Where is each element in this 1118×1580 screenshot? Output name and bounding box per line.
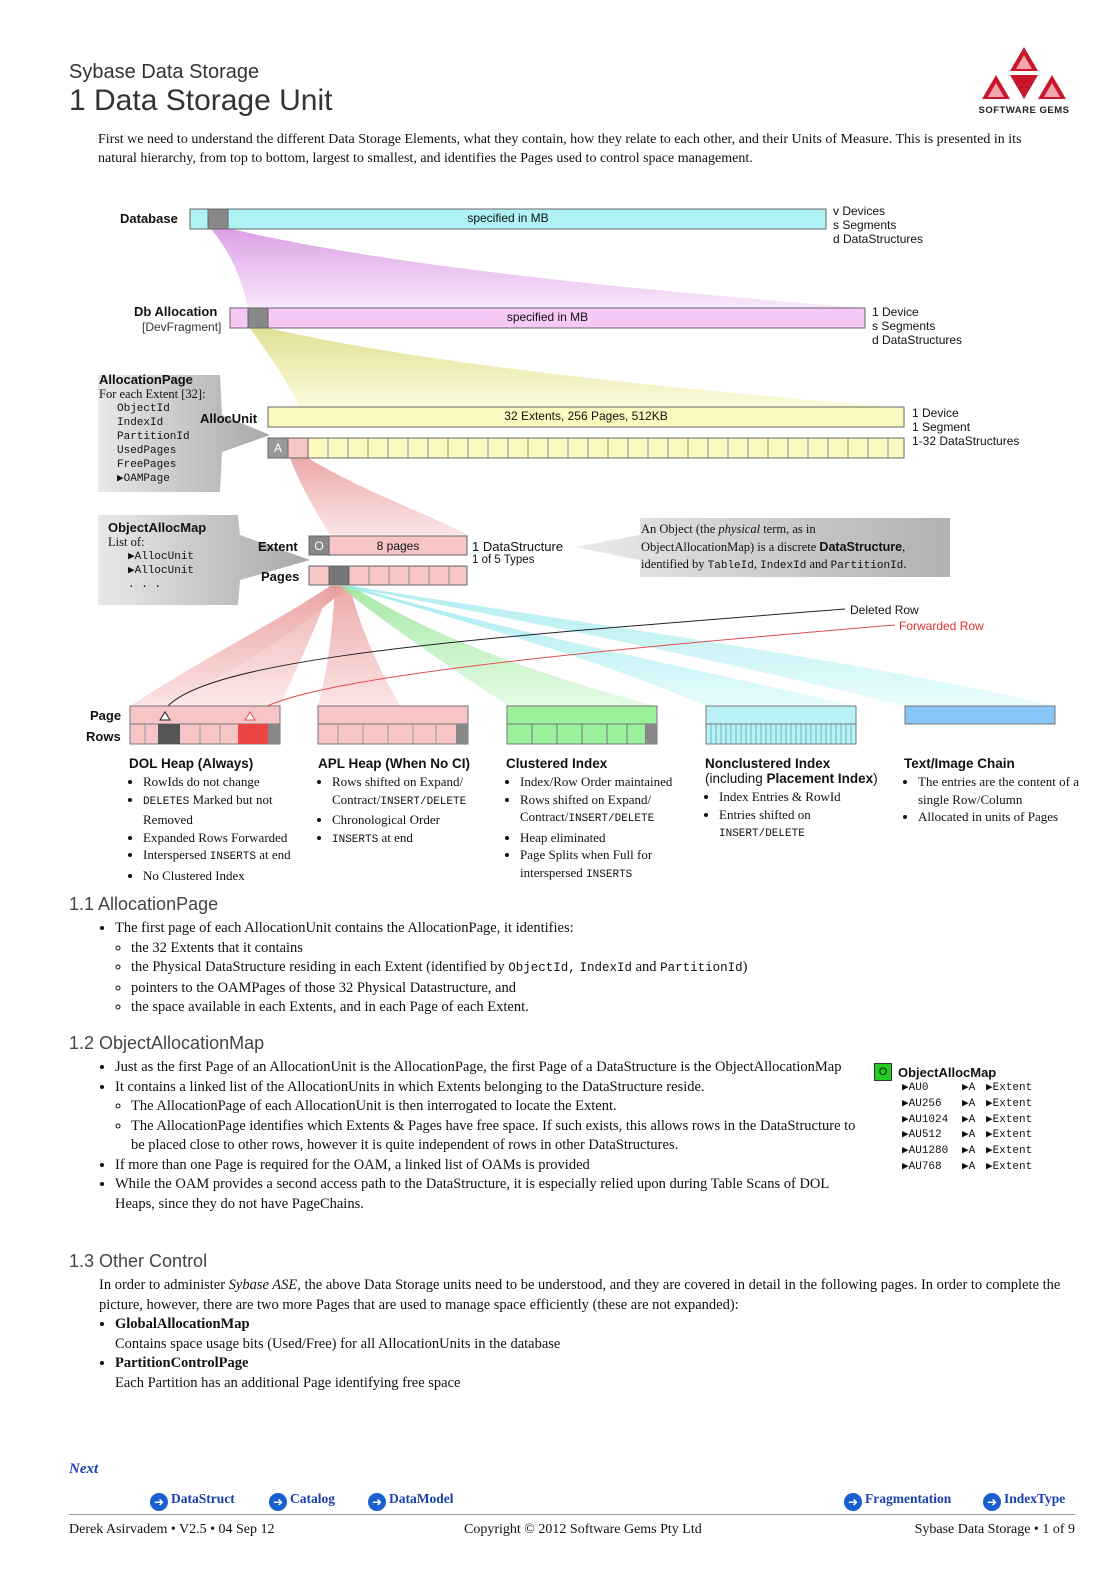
text-image-page	[904, 705, 1056, 725]
footer-divider	[69, 1514, 1075, 1515]
database-funnel	[210, 228, 865, 308]
oam-row: ▶AU512▶A▶Extent	[902, 1129, 1033, 1142]
nav-arrow-icon: ➜	[269, 1493, 287, 1511]
dballoc-funnel	[250, 328, 905, 408]
nonclustered-index-column: Nonclustered Index (including Placement …	[705, 756, 895, 844]
allocunit-label: AllocUnit	[200, 411, 258, 426]
nav-indextype-link[interactable]: ➜IndexType	[983, 1490, 1065, 1511]
nav-catalog-link[interactable]: ➜Catalog	[269, 1490, 335, 1511]
section-1-3-heading: 1.3 Other Control	[69, 1251, 208, 1271]
clustered-index-column: Clustered Index Index/Row Order maintain…	[506, 756, 696, 884]
oam-row: ▶AU768▶A▶Extent	[902, 1160, 1033, 1173]
oam-title: ObjectAllocMap	[898, 1064, 997, 1080]
allocpage-callout	[98, 375, 270, 492]
nav-datastruct-link[interactable]: ➜DataStruct	[150, 1490, 235, 1511]
software-gems-logo-icon	[982, 47, 1066, 99]
section-1-2-body: Just as the first Page of an AllocationU…	[99, 1058, 864, 1214]
section-1-1-body: The first page of each AllocationUnit co…	[99, 919, 1079, 1018]
deleted-row-legend: Deleted Row	[850, 603, 919, 617]
document-subtitle: Sybase Data Storage	[69, 61, 260, 83]
extent-label: Extent	[258, 539, 298, 554]
allocunit-extent-cells	[327, 438, 889, 458]
footer-author: Derek Asirvadem • V2.5 • 04 Sep 12	[69, 1522, 275, 1537]
allocation-page-callout: AllocationPage For each Extent [32]: Obj…	[99, 372, 206, 485]
forwarded-row-legend: Forwarded Row	[899, 619, 984, 633]
dol-heap-page	[129, 705, 281, 745]
next-link[interactable]: Next	[69, 1461, 99, 1477]
nav-datamodel-link[interactable]: ➜DataModel	[368, 1490, 454, 1511]
db-allocation-bar-text: specified in MB	[506, 310, 589, 324]
object-definition-callout: An Object (the physical term, as in Obje…	[641, 522, 907, 572]
rows-label: Rows	[86, 729, 121, 744]
db-allocation-label: Db Allocation	[134, 304, 218, 319]
allocunit-funnel	[290, 458, 468, 535]
allocunit-marker: A	[273, 441, 282, 455]
nav-arrow-icon: ➜	[983, 1493, 1001, 1511]
intro-paragraph: First we need to understand the differen…	[98, 132, 1022, 166]
oam-row: ▶AU1024▶A▶Extent	[902, 1113, 1033, 1126]
dol-heap-column: DOL Heap (Always) RowIds do not change D…	[129, 756, 314, 884]
footer-page-number: Sybase Data Storage • 1 of 9	[914, 1522, 1075, 1537]
database-label: Database	[120, 211, 178, 226]
apl-heap-page	[317, 705, 469, 745]
nav-arrow-icon: ➜	[150, 1493, 168, 1511]
object-callout	[575, 518, 950, 577]
oam-row: ▶AU1280▶A▶Extent	[902, 1145, 1033, 1158]
nav-arrow-icon: ➜	[844, 1493, 862, 1511]
page-title: 1 Data Storage Unit	[69, 84, 333, 117]
section-1-1-heading: 1.1 AllocationPage	[69, 894, 219, 914]
data-storage-diagram	[98, 208, 1056, 745]
logo-text: SOFTWARE GEMS	[978, 105, 1070, 116]
allocunit-bar-text: 32 Extents, 256 Pages, 512KB	[504, 409, 668, 423]
oam-example-box: O ObjectAllocMap ▶AU0▶A▶Extent ▶AU256▶A▶…	[874, 1063, 1064, 1176]
pages-label: Pages	[261, 569, 300, 584]
apl-heap-column: APL Heap (When No CI) Rows shifted on Ex…	[318, 756, 503, 849]
oam-callout	[98, 515, 310, 605]
section-1-2-heading: 1.2 ObjectAllocationMap	[69, 1033, 265, 1053]
extent-marker: O	[314, 539, 324, 553]
clustered-index-page	[506, 705, 658, 745]
oam-row: ▶AU0▶A▶Extent	[902, 1082, 1033, 1094]
footer-copyright: Copyright © 2012 Software Gems Pty Ltd	[464, 1522, 702, 1537]
db-allocation-sublabel: [DevFragment]	[142, 320, 222, 334]
text-image-column: Text/Image Chain The entries are the con…	[904, 756, 1094, 826]
section-1-3-body: In order to administer Sybase ASE, the a…	[99, 1276, 1089, 1393]
nav-arrow-icon: ➜	[368, 1493, 386, 1511]
nonclustered-index-page	[705, 705, 857, 745]
database-bar-text: specified in MB	[467, 211, 549, 225]
object-alloc-map-callout: ObjectAllocMap List of: ▶AllocUnit▶Alloc…	[108, 520, 207, 591]
oam-marker: O	[874, 1063, 892, 1081]
page-label: Page	[90, 708, 122, 723]
extent-notes: 1 DataStructure 1 of 5 Types	[472, 539, 564, 566]
nav-fragmentation-link[interactable]: ➜Fragmentation	[844, 1490, 951, 1511]
extent-bar-text: 8 pages	[376, 539, 420, 553]
oam-row: ▶AU256▶A▶Extent	[902, 1097, 1033, 1110]
